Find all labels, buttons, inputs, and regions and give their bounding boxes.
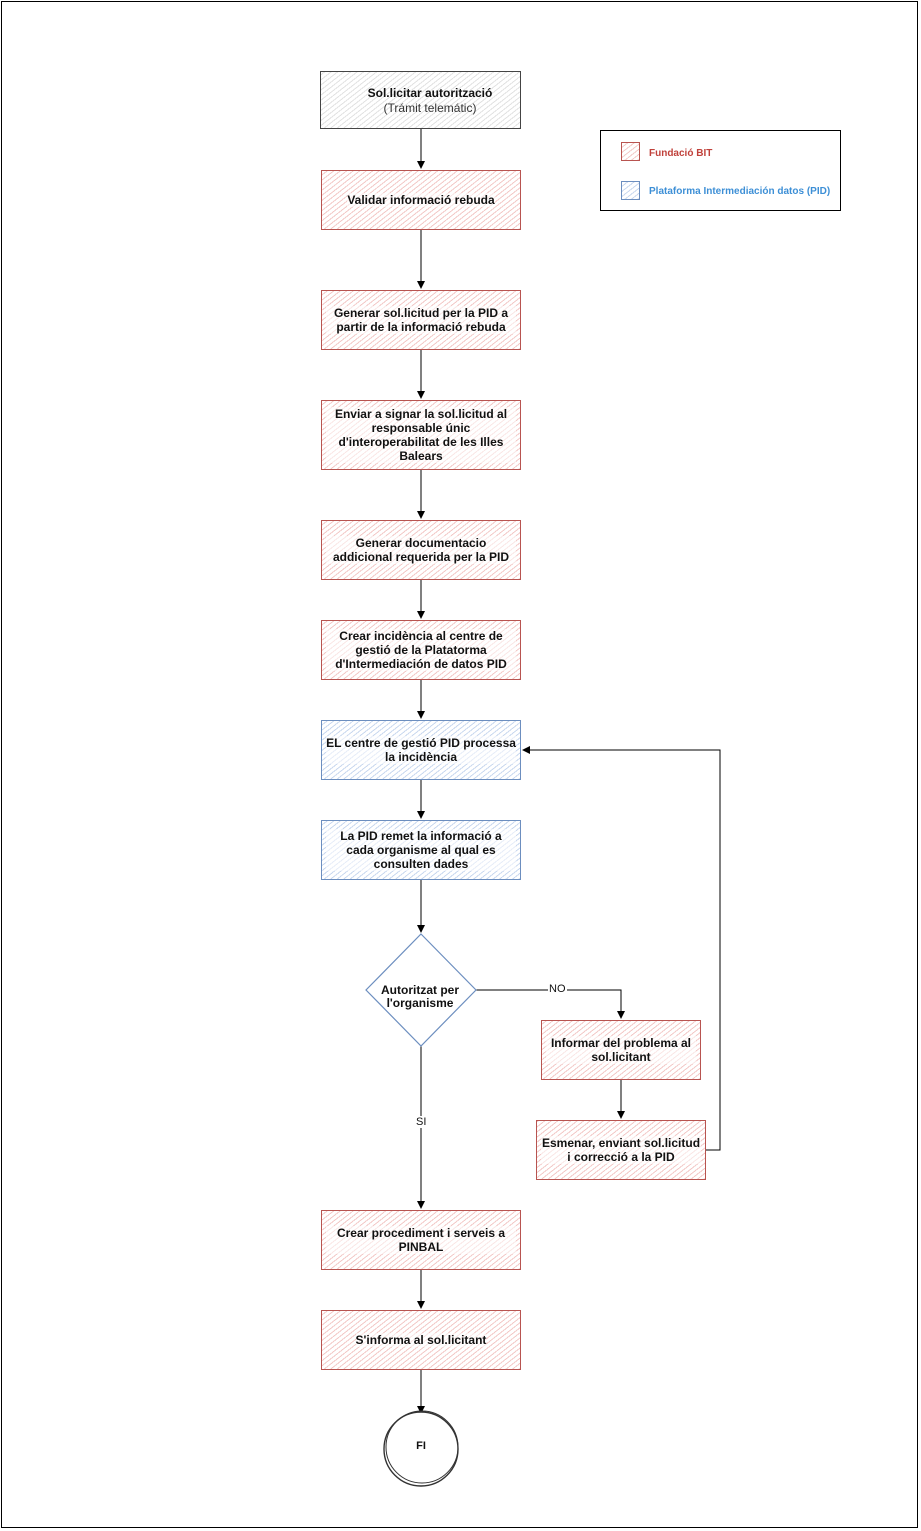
edge-label-si: SI	[415, 1116, 428, 1128]
legend-label-fundacio-bit: Fundació BIT	[649, 148, 713, 159]
step-generar-sollicitud: Generar sol.licitud per la PID a partir …	[321, 290, 521, 350]
end-circle	[383, 1410, 459, 1487]
start-subtitle: (Trámit telemátic)	[383, 101, 477, 115]
edge-esmenar-loop	[522, 746, 721, 1151]
decision-diamond	[365, 933, 477, 1047]
legend: Fundació BIT Plataforma Intermediación d…	[600, 130, 841, 211]
step-pid-remet: La PID remet la informació a cada organi…	[321, 820, 521, 880]
start-title: Sol.licitar autorització	[367, 86, 493, 100]
start-label: Sol.licitar autorització (Trámit telemát…	[345, 86, 515, 116]
step-centre-processa: EL centre de gestió PID processa la inci…	[321, 720, 521, 780]
edge-decision-no	[476, 989, 625, 1019]
step-informa-sollicitant: S'informa al sol.licitant	[321, 1310, 521, 1370]
legend-swatch-fundacio-bit	[621, 142, 640, 161]
step-crear-procediment: Crear procediment i serveis a PINBAL	[321, 1210, 521, 1270]
step-crear-incidencia: Crear incidència al centre de gestió de …	[321, 620, 521, 680]
start-box	[320, 71, 521, 129]
legend-swatch-pid	[621, 181, 640, 200]
step-informar-problema: Informar del problema al sol.licitant	[541, 1020, 701, 1080]
edge-label-no: NO	[548, 983, 567, 995]
decision-label: Autoritzat per l'organisme	[381, 983, 459, 1010]
legend-label-pid: Plataforma Intermediación datos (PID)	[649, 186, 831, 197]
step-validar-informacio: Validar informació rebuda	[321, 170, 521, 230]
end-label: FI	[416, 1440, 426, 1452]
step-esmenar: Esmenar, enviant sol.licitud i correcció…	[536, 1120, 706, 1180]
step-generar-documentacio: Generar documentacio addicional requerid…	[321, 520, 521, 580]
step-enviar-signar: Enviar a signar la sol.licitud al respon…	[321, 400, 521, 470]
